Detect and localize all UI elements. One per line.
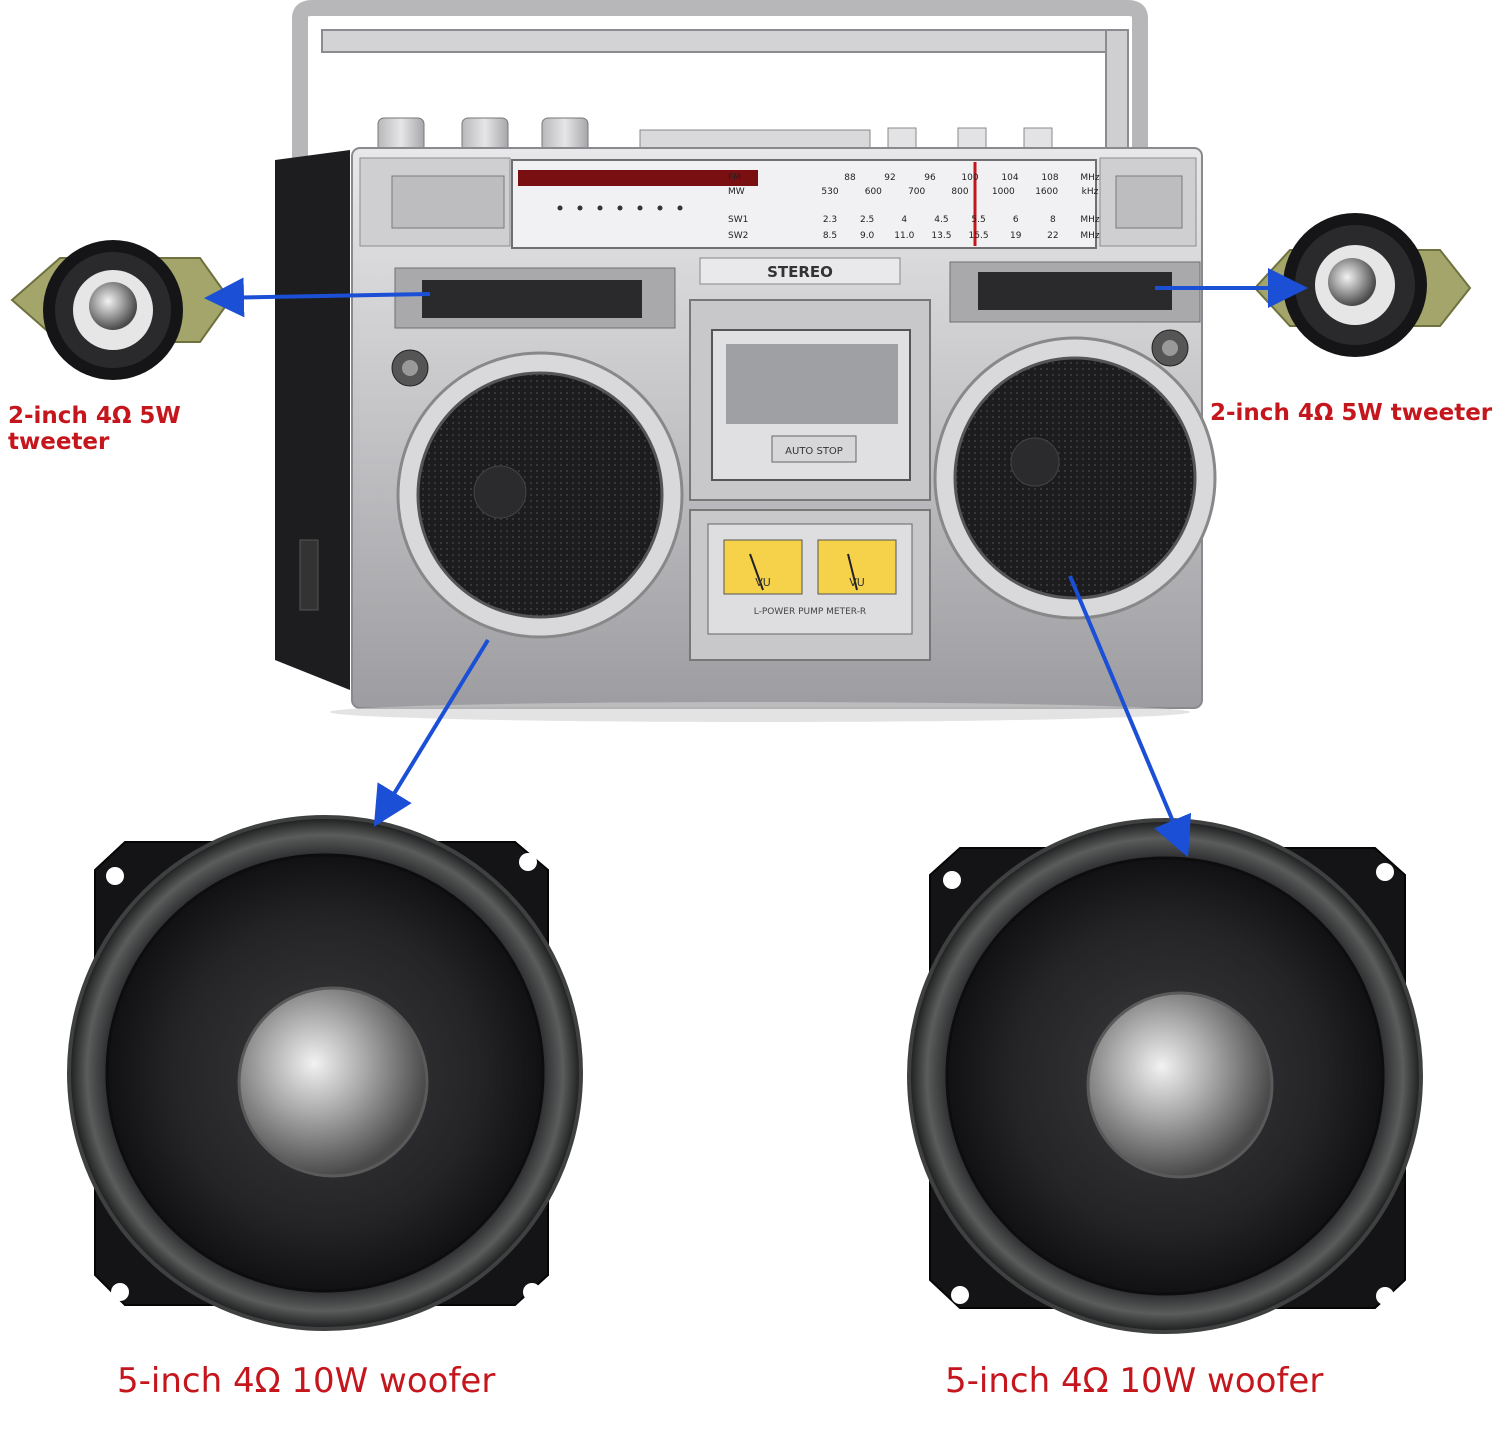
dial-mw-band: MW <box>728 187 745 197</box>
stereo-badge: STEREO <box>767 263 833 281</box>
dial-dots <box>557 205 683 211</box>
dial-scale-tick: 800 <box>951 187 968 197</box>
dial-scale-tick: 700 <box>908 187 925 197</box>
tweeter-left-label-line2: tweeter <box>8 429 110 456</box>
dial-scale-tick: 600 <box>865 187 882 197</box>
dial-scale-tick: 96 <box>924 173 936 183</box>
dial-scale-tick: 2.5 <box>860 215 874 225</box>
dial-scale-tick: 9.0 <box>860 231 875 241</box>
dial-scale-tick: 5.5 <box>971 215 985 225</box>
dial-scale-tick: 8 <box>1050 215 1056 225</box>
dial-scale-tick: 2.3 <box>823 215 837 225</box>
tweeter-left-label: 2-inch 4Ω 5W tweeter <box>8 403 181 456</box>
dial-scale-tick: MHz <box>1080 231 1100 241</box>
dial-scale-tick: 104 <box>1001 173 1018 183</box>
dial-scale-tick: kHz <box>1082 187 1099 197</box>
dial-scale-tick: 19 <box>1010 231 1022 241</box>
tweeter-right <box>1253 213 1472 357</box>
tweeter-left <box>10 240 232 380</box>
dial-scale-tick: 22 <box>1047 231 1058 241</box>
dial-scale-tick: 4.5 <box>934 215 948 225</box>
dial-scale-tick: 6 <box>1013 215 1019 225</box>
dial-scale-tick: MHz <box>1080 173 1100 183</box>
dial-scale-tick: 8.5 <box>823 231 837 241</box>
woofer-right-label: 5-inch 4Ω 10W woofer <box>945 1361 1324 1401</box>
dial-scale-tick: 15.5 <box>969 231 989 241</box>
arrow-to-left-tweeter <box>204 277 431 318</box>
vu-meters: VU VU L-POWER PUMP METER-R <box>689 509 931 661</box>
dial-scale-tick: 92 <box>884 173 895 183</box>
dial-scale-tick: 530 <box>821 187 838 197</box>
woofer-right <box>907 818 1423 1334</box>
tweeter-right-label: 2-inch 4Ω 5W tweeter <box>1210 400 1493 426</box>
dial-scale-tick: 13.5 <box>931 231 951 241</box>
boombox-handle <box>292 0 1148 235</box>
dial-scale-tick: 1600 <box>1035 187 1058 197</box>
vu-label-right: VU <box>849 576 865 589</box>
boombox-right-speaker <box>933 329 1217 620</box>
dial-scale-tick: 4 <box>901 215 907 225</box>
dial-scale-tick: 108 <box>1041 173 1058 183</box>
vu-label-left: VU <box>755 576 771 589</box>
boombox-left-speaker <box>391 349 684 639</box>
dial-scale-tick: 1000 <box>992 187 1015 197</box>
power-meter-label: L-POWER PUMP METER-R <box>754 607 866 617</box>
woofer-left <box>67 815 583 1331</box>
arrow-to-right-woofer <box>1068 575 1192 858</box>
cassette-deck: AUTO STOP <box>689 299 931 501</box>
woofer-left-label: 5-inch 4Ω 10W woofer <box>117 1361 496 1401</box>
dial-sw1-band: SW1 <box>728 215 748 225</box>
callout-arrows <box>204 268 1308 858</box>
dial-scale-tick: 88 <box>844 173 856 183</box>
dial-scale-tick: 11.0 <box>894 231 914 241</box>
cassette-label: AUTO STOP <box>785 446 843 457</box>
arrow-to-left-woofer <box>373 638 490 827</box>
dial-scale-tick: MHz <box>1080 215 1100 225</box>
dial-sw2-band: SW2 <box>728 231 748 241</box>
dial-scale-tick: 100 <box>961 173 978 183</box>
dial-fm-band: FM <box>728 173 741 183</box>
tweeter-left-label-line1: 2-inch 4Ω 5W <box>8 403 181 429</box>
